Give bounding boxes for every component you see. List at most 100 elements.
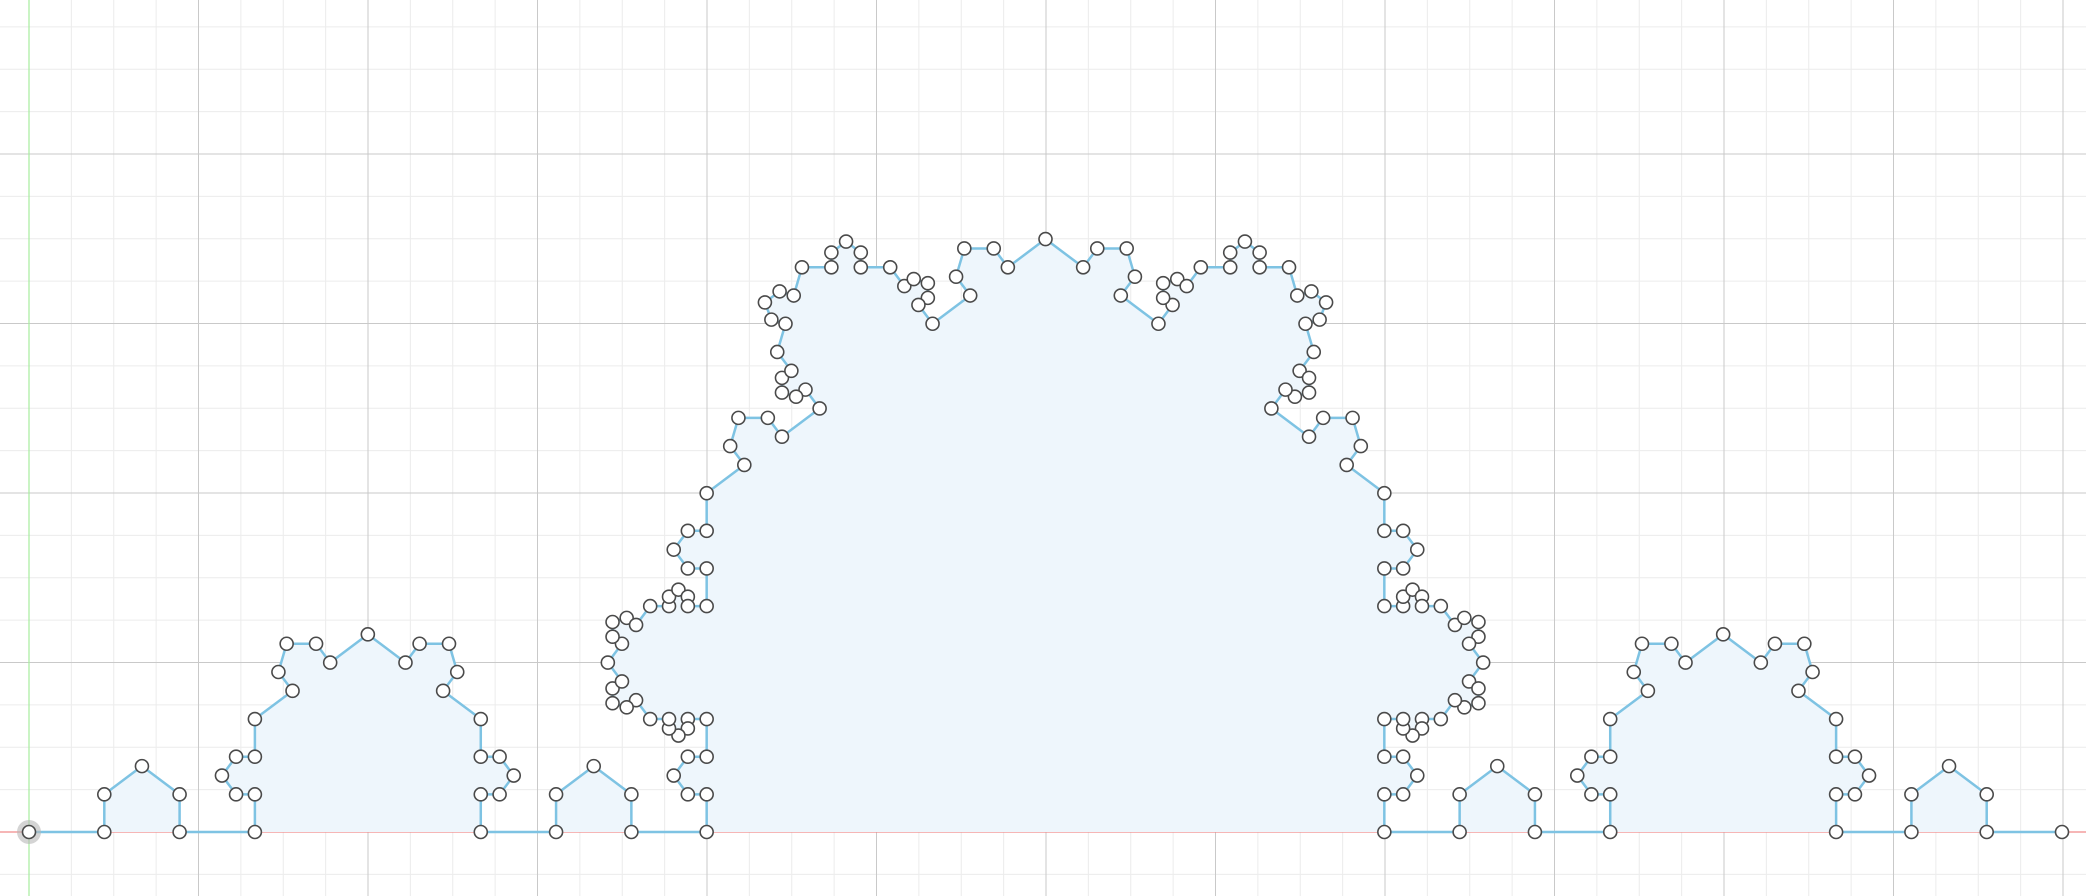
- circle-handle-icon[interactable]: [812, 401, 827, 416]
- circle-handle-icon[interactable]: [853, 245, 869, 260]
- circle-handle-icon[interactable]: [21, 824, 37, 840]
- circle-handle-icon[interactable]: [1075, 259, 1091, 275]
- circle-handle-icon[interactable]: [1377, 523, 1392, 539]
- circle-handle-icon[interactable]: [925, 316, 940, 332]
- circle-handle-icon[interactable]: [1193, 259, 1209, 275]
- circle-handle-icon[interactable]: [1433, 598, 1449, 614]
- circle-handle-icon[interactable]: [1252, 259, 1267, 275]
- circle-handle-icon[interactable]: [757, 295, 773, 310]
- circle-handle-icon[interactable]: [441, 636, 457, 652]
- circle-handle-icon[interactable]: [699, 749, 714, 765]
- circle-handle-icon[interactable]: [1264, 401, 1279, 416]
- circle-handle-icon[interactable]: [247, 749, 263, 765]
- circle-handle-icon[interactable]: [1155, 290, 1171, 306]
- circle-handle-icon[interactable]: [1377, 485, 1392, 501]
- circle-handle-icon[interactable]: [492, 787, 507, 802]
- circle-handle-icon[interactable]: [642, 598, 658, 614]
- circle-handle-icon[interactable]: [247, 787, 263, 802]
- circle-handle-icon[interactable]: [1318, 295, 1334, 310]
- circle-handle-icon[interactable]: [1301, 429, 1317, 444]
- circle-handle-icon[interactable]: [172, 824, 187, 840]
- circle-handle-icon[interactable]: [699, 598, 714, 614]
- circle-handle-icon[interactable]: [1847, 787, 1863, 802]
- circle-handle-icon[interactable]: [1353, 438, 1369, 454]
- circle-handle-icon[interactable]: [1339, 457, 1354, 473]
- circle-handle-icon[interactable]: [920, 275, 936, 291]
- circle-handle-icon[interactable]: [360, 627, 376, 642]
- circle-handle-icon[interactable]: [962, 288, 978, 303]
- circle-handle-icon[interactable]: [760, 410, 776, 426]
- circle-handle-icon[interactable]: [986, 241, 1002, 256]
- circle-handle-icon[interactable]: [473, 711, 489, 727]
- circle-handle-icon[interactable]: [882, 259, 898, 275]
- circle-handle-icon[interactable]: [247, 824, 263, 840]
- circle-handle-icon[interactable]: [1640, 683, 1656, 699]
- circle-handle-icon[interactable]: [731, 410, 746, 426]
- circle-handle-icon[interactable]: [605, 614, 620, 630]
- circle-handle-icon[interactable]: [1151, 316, 1166, 332]
- circle-handle-icon[interactable]: [1828, 711, 1844, 727]
- circle-handle-icon[interactable]: [1377, 787, 1392, 802]
- circle-handle-icon[interactable]: [2054, 824, 2070, 840]
- circle-handle-icon[interactable]: [794, 259, 810, 275]
- circle-handle-icon[interactable]: [1298, 316, 1313, 332]
- circle-handle-icon[interactable]: [699, 523, 714, 539]
- circle-handle-icon[interactable]: [772, 284, 787, 299]
- circle-handle-icon[interactable]: [322, 655, 338, 670]
- circle-handle-icon[interactable]: [680, 749, 696, 765]
- circle-handle-icon[interactable]: [228, 749, 244, 765]
- circle-handle-icon[interactable]: [506, 768, 522, 783]
- circle-handle-icon[interactable]: [666, 768, 682, 783]
- circle-handle-icon[interactable]: [605, 695, 620, 711]
- circle-handle-icon[interactable]: [948, 269, 964, 284]
- circle-handle-icon[interactable]: [1395, 711, 1411, 727]
- circle-handle-icon[interactable]: [1119, 241, 1134, 256]
- circle-handle-icon[interactable]: [769, 344, 785, 360]
- circle-handle-icon[interactable]: [614, 674, 630, 689]
- circle-handle-icon[interactable]: [1278, 382, 1293, 397]
- circle-handle-icon[interactable]: [1805, 664, 1820, 680]
- circle-handle-icon[interactable]: [1312, 312, 1327, 327]
- circle-handle-icon[interactable]: [1179, 278, 1194, 294]
- circle-handle-icon[interactable]: [1377, 824, 1392, 840]
- circle-handle-icon[interactable]: [1584, 749, 1599, 765]
- circle-handle-icon[interactable]: [853, 259, 869, 275]
- circle-handle-icon[interactable]: [1281, 259, 1297, 275]
- circle-handle-icon[interactable]: [624, 787, 639, 802]
- circle-handle-icon[interactable]: [824, 259, 839, 275]
- circle-handle-icon[interactable]: [680, 561, 696, 576]
- circle-handle-icon[interactable]: [96, 787, 112, 802]
- circle-handle-icon[interactable]: [1222, 245, 1238, 260]
- circle-handle-icon[interactable]: [774, 429, 790, 444]
- circle-handle-icon[interactable]: [1038, 231, 1053, 247]
- circle-handle-icon[interactable]: [1861, 768, 1877, 783]
- circle-handle-icon[interactable]: [1306, 344, 1322, 360]
- circle-handle-icon[interactable]: [642, 711, 658, 727]
- circle-handle-icon[interactable]: [548, 787, 564, 802]
- circle-handle-icon[interactable]: [1252, 245, 1267, 260]
- circle-handle-icon[interactable]: [412, 636, 427, 652]
- circle-handle-icon[interactable]: [96, 824, 112, 840]
- circle-handle-icon[interactable]: [548, 824, 564, 840]
- circle-handle-icon[interactable]: [737, 457, 752, 473]
- circle-handle-icon[interactable]: [1678, 655, 1693, 670]
- circle-handle-icon[interactable]: [1664, 636, 1679, 652]
- circle-handle-icon[interactable]: [1222, 259, 1238, 275]
- circle-handle-icon[interactable]: [722, 438, 738, 454]
- circle-handle-icon[interactable]: [699, 561, 714, 576]
- circle-handle-icon[interactable]: [449, 664, 465, 680]
- circle-handle-icon[interactable]: [1527, 824, 1543, 840]
- circle-handle-icon[interactable]: [1828, 749, 1844, 765]
- circle-handle-icon[interactable]: [1626, 664, 1642, 680]
- circle-handle-icon[interactable]: [247, 711, 263, 727]
- circle-handle-icon[interactable]: [1584, 787, 1599, 802]
- circle-handle-icon[interactable]: [1301, 385, 1317, 400]
- circle-handle-icon[interactable]: [271, 664, 286, 680]
- circle-handle-icon[interactable]: [214, 768, 230, 783]
- circle-handle-icon[interactable]: [1489, 758, 1505, 774]
- circle-handle-icon[interactable]: [1602, 824, 1618, 840]
- circle-handle-icon[interactable]: [628, 617, 644, 633]
- circle-handle-icon[interactable]: [1602, 711, 1618, 727]
- circle-handle-icon[interactable]: [1414, 598, 1430, 614]
